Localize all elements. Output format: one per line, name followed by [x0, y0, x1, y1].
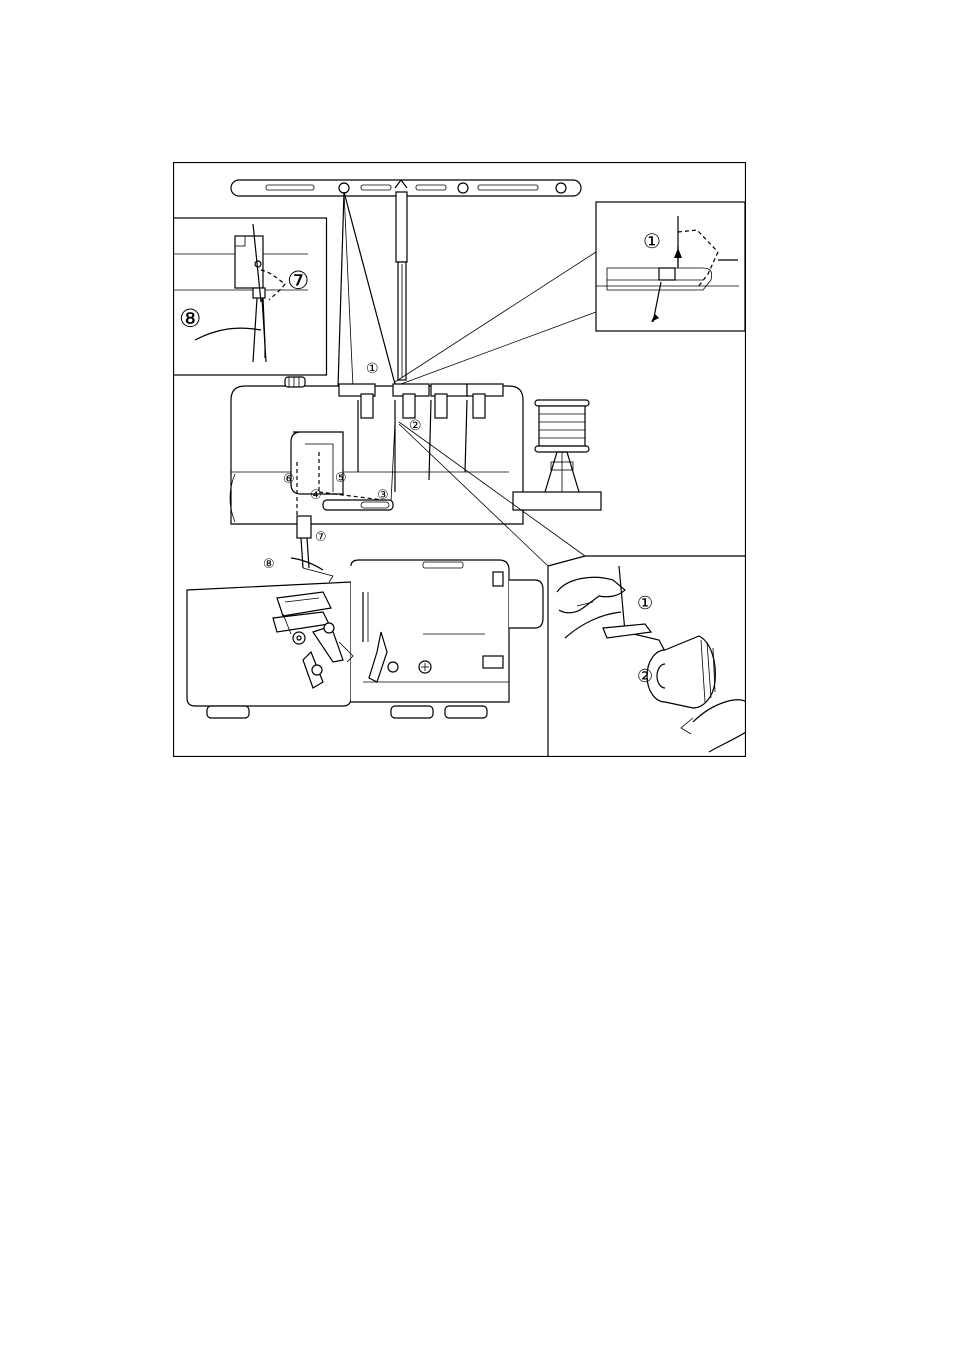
needle-callout-7: ⑦ [287, 266, 309, 295]
callout-8: ⑧ [263, 557, 275, 572]
needle-inset: ⑦ ⑧ [174, 218, 327, 375]
thread-paths [338, 192, 395, 387]
callout-2: ② [409, 418, 422, 434]
callout-4: ④ [310, 488, 322, 503]
hand-callout-2: ② [637, 666, 653, 687]
hand-callout-1: ① [637, 593, 653, 614]
guide-callout-1: ① [643, 229, 661, 253]
callout-7: ⑦ [315, 530, 327, 545]
overlock-machine [187, 377, 601, 718]
callout-5: ⑤ [335, 471, 347, 486]
callout-6: ⑥ [283, 472, 295, 487]
spool [513, 400, 601, 510]
callout-3: ③ [377, 488, 389, 503]
callout-1: ① [366, 361, 379, 377]
guide-inset: ① [596, 202, 745, 331]
needle-callout-8: ⑧ [179, 304, 201, 333]
threading-diagram: ⑦ ⑧ ① [173, 162, 746, 757]
